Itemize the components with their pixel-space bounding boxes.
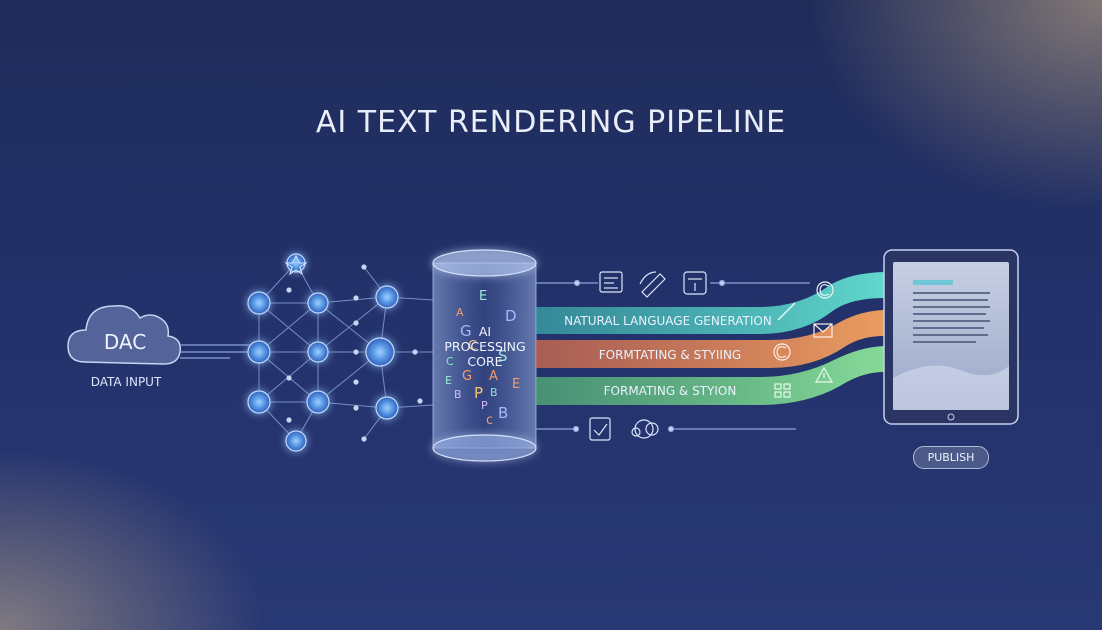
core-letter: B bbox=[498, 404, 508, 422]
network-dot bbox=[286, 375, 291, 380]
network-node bbox=[307, 391, 329, 413]
core-letter: A bbox=[456, 306, 464, 319]
network-dot bbox=[353, 379, 358, 384]
core-letter: A bbox=[489, 369, 498, 384]
core-label-line3: CORE bbox=[438, 354, 532, 369]
network-node bbox=[366, 338, 394, 366]
page-title: AI TEXT RENDERING PIPELINE bbox=[0, 105, 1102, 140]
cloud-label: DAC bbox=[70, 330, 180, 354]
network-node bbox=[376, 397, 398, 419]
core-letter: P bbox=[481, 399, 488, 412]
network-node bbox=[286, 431, 306, 451]
network-dot bbox=[286, 287, 291, 292]
network-dot bbox=[361, 436, 366, 441]
core-letter: E bbox=[512, 377, 520, 392]
core-letter: B bbox=[454, 388, 462, 401]
image-icon bbox=[600, 272, 622, 292]
data-input-label: DATA INPUT bbox=[68, 375, 184, 389]
network-dot bbox=[417, 398, 422, 403]
brain-icon bbox=[632, 420, 658, 438]
network-node bbox=[248, 341, 270, 363]
core-label-line2: PROCESSING bbox=[438, 339, 532, 354]
tablet-device bbox=[884, 250, 1018, 424]
core-label: AI PROCESSING CORE bbox=[438, 324, 532, 369]
network-node bbox=[248, 391, 270, 413]
publish-button[interactable]: PUBLISH bbox=[913, 446, 989, 469]
network-dot bbox=[412, 349, 417, 354]
checklist-icon bbox=[590, 418, 610, 440]
network-node bbox=[248, 292, 270, 314]
core-letter: E bbox=[479, 289, 487, 304]
network-node bbox=[376, 286, 398, 308]
band-label-formatting-2: FORMATING & STYION bbox=[555, 384, 785, 398]
network-dot bbox=[361, 264, 366, 269]
band-label-natural-language: NATURAL LANGUAGE GENERATION bbox=[553, 314, 783, 328]
band-label-formatting-1: FORMTATING & STYIING bbox=[555, 348, 785, 362]
core-label-line1: AI bbox=[438, 324, 532, 339]
network-node bbox=[308, 293, 328, 313]
core-letter: G bbox=[462, 369, 472, 384]
network-dot bbox=[353, 349, 358, 354]
network-dot bbox=[353, 405, 358, 410]
core-letter: B bbox=[490, 386, 498, 399]
network-dot bbox=[353, 320, 358, 325]
network-dot bbox=[353, 295, 358, 300]
core-letter: E bbox=[445, 374, 452, 387]
core-letter: c bbox=[486, 413, 493, 428]
network-edges bbox=[259, 263, 433, 441]
network-node bbox=[308, 342, 328, 362]
network-dot bbox=[286, 417, 291, 422]
pen-icon bbox=[640, 272, 665, 297]
input-connectors bbox=[180, 345, 258, 358]
document-icon bbox=[684, 272, 706, 294]
core-letter: D bbox=[505, 307, 517, 325]
